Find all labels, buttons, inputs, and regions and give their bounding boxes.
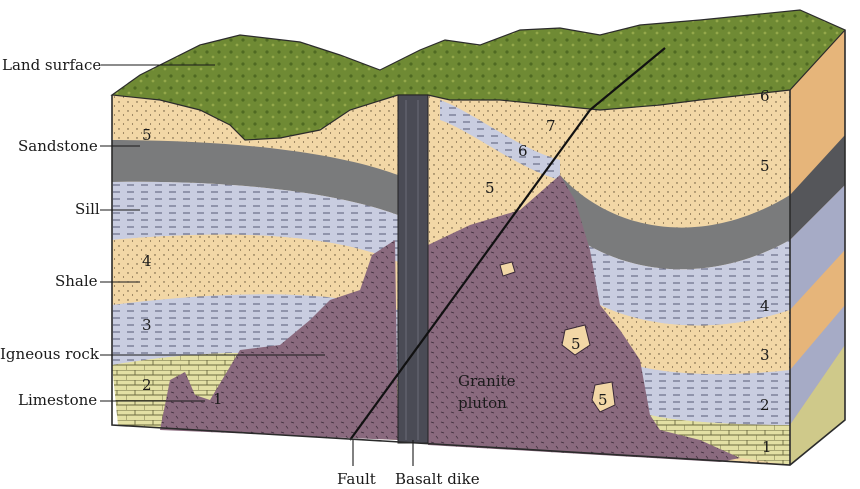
num-right-6: 6 <box>760 87 770 105</box>
limestone-layer-1-right <box>650 415 790 465</box>
sill-layer-left <box>112 140 398 215</box>
side-shale-2 <box>790 305 845 425</box>
block-outline <box>111 30 846 466</box>
xenolith-a <box>561 324 591 356</box>
num-right-4: 4 <box>760 297 770 315</box>
num-mid-6: 6 <box>518 142 528 160</box>
label-land-surface: Land surface <box>2 56 101 74</box>
label-granite-line2: pluton <box>458 394 507 412</box>
num-xenolith-b: 5 <box>598 391 608 409</box>
label-sandstone: Sandstone <box>18 137 98 155</box>
label-shale: Shale <box>55 272 98 290</box>
num-mid-7: 7 <box>546 117 556 135</box>
label-fault: Fault <box>337 470 376 488</box>
side-limestone <box>790 345 845 465</box>
shale-layer-2-right <box>620 360 790 425</box>
num-left-5: 5 <box>142 126 152 144</box>
left-block-face <box>112 95 398 440</box>
xenolith-b <box>591 381 616 413</box>
num-left-1: 1 <box>213 390 223 408</box>
fault-line <box>349 109 591 441</box>
num-mid-5: 5 <box>485 179 495 197</box>
num-right-3: 3 <box>760 346 770 364</box>
side-sandstone-3 <box>790 250 845 370</box>
shale-layer-4-right <box>560 225 790 326</box>
fault-line-top <box>589 47 666 111</box>
sill-layer-right <box>560 175 790 270</box>
side-shale-4 <box>790 185 845 310</box>
num-right-2: 2 <box>760 396 770 414</box>
side-sill <box>790 135 845 240</box>
sandstone-layer-3-right <box>600 305 790 375</box>
num-left-3: 3 <box>142 316 152 334</box>
label-basalt-dike: Basalt dike <box>395 470 480 488</box>
label-igneous-rock: Igneous rock <box>0 345 100 363</box>
xenolith-small <box>499 261 516 277</box>
num-right-5: 5 <box>760 157 770 175</box>
igneous-intrusion-left <box>160 240 398 440</box>
label-sill: Sill <box>75 200 100 218</box>
num-right-1: 1 <box>762 438 772 456</box>
right-block-face <box>428 90 790 465</box>
sandstone-layer-3-left <box>112 234 398 310</box>
num-left-4: 4 <box>142 252 152 270</box>
label-limestone: Limestone <box>18 391 97 409</box>
right-side-face <box>790 30 845 465</box>
basalt-dike <box>397 94 429 444</box>
label-granite-line1: Granite <box>458 372 516 390</box>
num-left-2: 2 <box>142 376 152 394</box>
shale-layer-4-left <box>112 181 398 262</box>
shale-layer-6-mid <box>440 100 560 180</box>
num-xenolith-a: 5 <box>571 335 581 353</box>
granite-pluton <box>428 175 740 462</box>
